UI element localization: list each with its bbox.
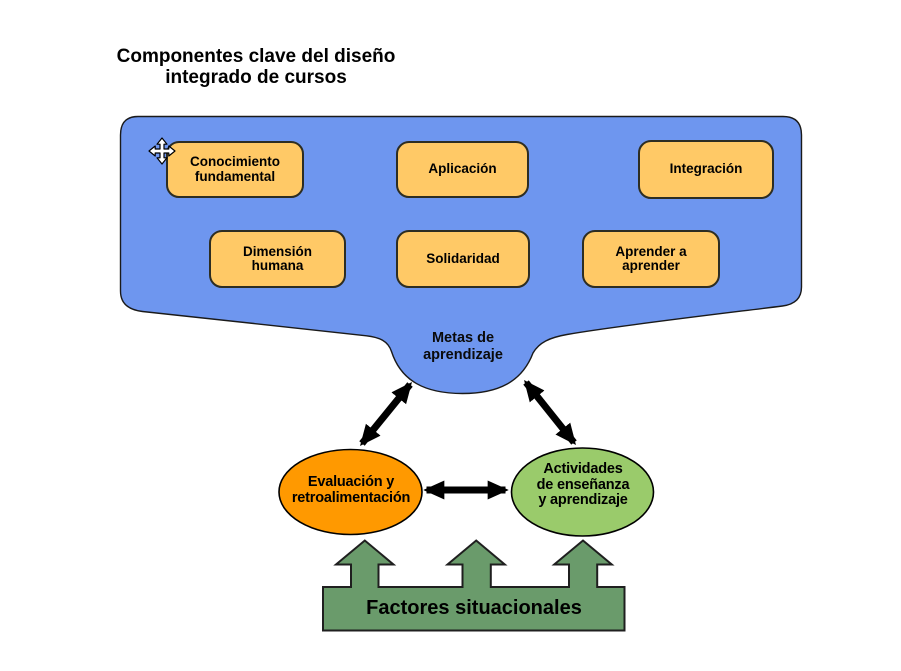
actividades-label: Actividades de enseñanza y aprendizaje: [536, 461, 630, 508]
goal-box-label: Aprender a: [615, 243, 687, 259]
slide-title-line2: integrado de cursos: [165, 67, 347, 88]
goal-box-label: Solidaridad: [426, 250, 500, 266]
goal-box-conocimiento-fundamental[interactable]: Conocimiento fundamental: [166, 141, 304, 198]
goal-box-label: fundamental: [194, 168, 276, 184]
goal-box-aplicacion[interactable]: Aplicación: [396, 141, 529, 198]
move-cursor-icon: [148, 137, 176, 165]
goal-box-label: Dimensión: [242, 243, 312, 259]
goal-box-aprender-a-aprender[interactable]: Aprender a aprender: [582, 230, 720, 288]
goal-box-label: Conocimiento: [190, 154, 280, 169]
goal-box-label: Integración: [669, 161, 743, 177]
goal-box-label: humana: [251, 258, 304, 273]
arrow-goals-evaluacion[interactable]: [359, 382, 413, 446]
evaluacion-ellipse[interactable]: [278, 448, 423, 536]
metas-de-aprendizaje-label: Metas de aprendizaje: [423, 330, 503, 363]
slide-title: Componentes clave del diseño integrado d…: [56, 46, 456, 88]
goal-box-integracion[interactable]: Integración: [638, 140, 774, 199]
evaluacion-label: Evaluación y retroalimentación: [291, 474, 411, 506]
goal-box-solidaridad[interactable]: Solidaridad: [396, 230, 530, 288]
actividades-ellipse[interactable]: [510, 447, 655, 537]
goal-box-dimension-humana[interactable]: Dimensión humana: [209, 230, 346, 288]
slide-title-line1: Componentes clave del diseño: [116, 46, 396, 67]
factores-situacionales-label: Factores situacionales: [366, 597, 582, 619]
goal-box-label: Aplicación: [428, 161, 497, 177]
goal-box-label: aprender: [622, 258, 680, 273]
arrow-goals-actividades[interactable]: [523, 380, 577, 445]
factores-situacionales-shape[interactable]: [322, 539, 626, 632]
